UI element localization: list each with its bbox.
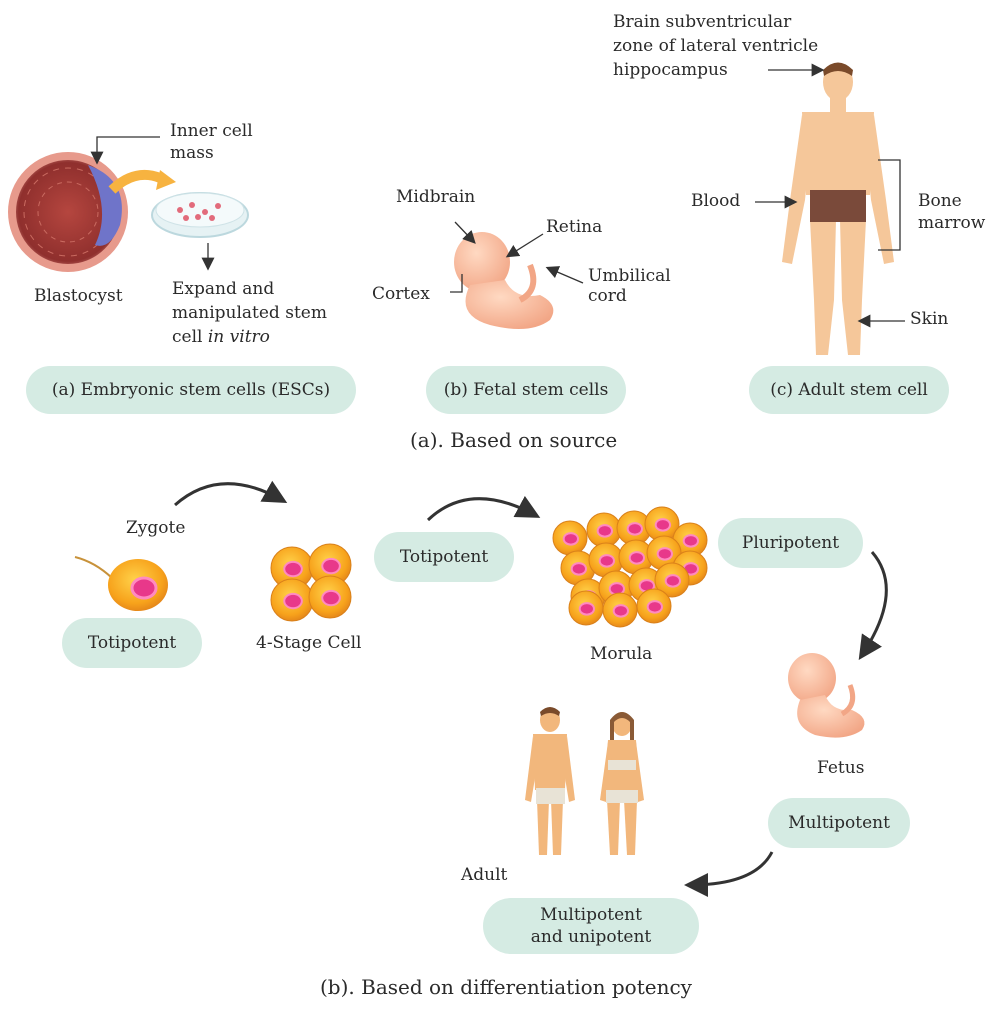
zygote-to-4cell-arrow	[174, 480, 288, 507]
morula-cell	[568, 590, 604, 626]
cortex-pointer	[450, 274, 463, 293]
adult-pill-line1: Multipotent	[540, 905, 642, 925]
four-stage-totipotent-pill: Totipotent	[374, 532, 514, 582]
expand-label: Expand and manipulated stem cell in vitr…	[172, 277, 327, 349]
retina-label: Retina	[546, 217, 603, 237]
multipotent-pill: Multipotent	[768, 798, 910, 848]
umbilical-line1: Umbilical	[588, 266, 671, 286]
fetus-label: Fetus	[817, 758, 865, 778]
adult-female-underwear	[606, 790, 638, 803]
brain-line1: Brain subventricular	[613, 12, 792, 32]
expand-line3: cell in vitro	[172, 325, 327, 349]
in-vitro-text: in vitro	[207, 327, 270, 347]
adult-male-underwear	[536, 788, 565, 804]
pluripotent-pill: Pluripotent	[718, 518, 863, 568]
zygote-illustration	[74, 556, 168, 611]
morula-cell	[616, 510, 652, 546]
zygote-label: Zygote	[126, 518, 186, 538]
inner-cell-pointer	[90, 136, 160, 165]
inner-cell-line1: Inner cell	[170, 121, 253, 141]
adult-pill: (c) Adult stem cell	[749, 366, 949, 414]
brain-line2: zone of lateral ventricle	[613, 36, 819, 56]
morula-to-fetus-arrow	[858, 551, 888, 661]
adult-male-small-illustration	[525, 707, 575, 855]
brain-label: Brain subventricular zone of lateral ven…	[613, 10, 818, 82]
morula-cell	[644, 506, 680, 542]
umbilical-label: Umbilical cord	[588, 266, 671, 306]
midbrain-pointer	[454, 221, 476, 244]
retina-pointer	[505, 233, 544, 258]
zygote-totipotent-pill: Totipotent	[62, 618, 202, 668]
4cell-to-morula-arrow	[426, 495, 541, 522]
transfer-arrow	[108, 170, 162, 194]
morula-label: Morula	[590, 644, 653, 664]
skin-label: Skin	[910, 309, 949, 329]
underwear	[810, 190, 866, 222]
adult-pill-line2: and unipotent	[530, 927, 652, 947]
umbilical-line2: cord	[588, 286, 627, 306]
blastomere-cell	[270, 578, 314, 622]
blastocyst-illustration	[8, 152, 128, 272]
blastocyst-label: Blastocyst	[34, 286, 123, 306]
inner-cell-line2: mass	[170, 143, 214, 163]
section-b-caption: (b). Based on differentiation potency	[320, 975, 692, 999]
midbrain-label: Midbrain	[396, 187, 476, 207]
cortex-label: Cortex	[372, 284, 430, 304]
blood-label: Blood	[691, 191, 741, 211]
bone-line1: Bone	[918, 191, 962, 211]
fetus-illustration	[454, 232, 554, 329]
adult-female-illustration	[600, 712, 644, 855]
esc-pill: (a) Embryonic stem cells (ESCs)	[26, 366, 356, 414]
adult-label: Adult	[461, 865, 508, 885]
umbilical-pointer	[545, 266, 584, 284]
four-stage-label: 4-Stage Cell	[256, 633, 362, 653]
morula-cell	[636, 588, 672, 624]
morula-cell	[646, 535, 682, 571]
morula-cell	[552, 520, 588, 556]
expand-line3-text: cell	[172, 327, 208, 347]
bone-marrow-bracket	[878, 159, 901, 251]
blastomere-cell	[308, 543, 352, 587]
fetus-small-illustration	[788, 653, 865, 738]
morula-cell	[654, 562, 690, 598]
adult-potency-pill: Multipotent and unipotent	[483, 898, 699, 954]
morula-cell	[618, 539, 654, 575]
section-a-caption: (a). Based on source	[410, 428, 618, 452]
inner-cell-label: Inner cell mass	[170, 120, 253, 164]
adult-male-illustration	[782, 62, 894, 355]
brain-line3: hippocampus	[613, 60, 728, 80]
morula-cell	[560, 550, 596, 586]
fetal-pill: (b) Fetal stem cells	[426, 366, 626, 414]
expand-line1: Expand and	[172, 279, 275, 299]
morula-cell	[586, 512, 622, 548]
adult-female-top	[608, 760, 636, 770]
blastomere-cell	[308, 575, 352, 619]
expand-line2: manipulated stem	[172, 303, 327, 323]
fetus-to-adult-arrow	[684, 851, 774, 897]
petri-dish-illustration	[151, 192, 249, 238]
bone-line2: marrow	[918, 213, 986, 233]
morula-cell	[602, 592, 638, 628]
bone-marrow-label: Bone marrow	[918, 190, 985, 234]
morula-illustration	[552, 506, 708, 628]
four-stage-cell-illustration	[270, 543, 352, 622]
